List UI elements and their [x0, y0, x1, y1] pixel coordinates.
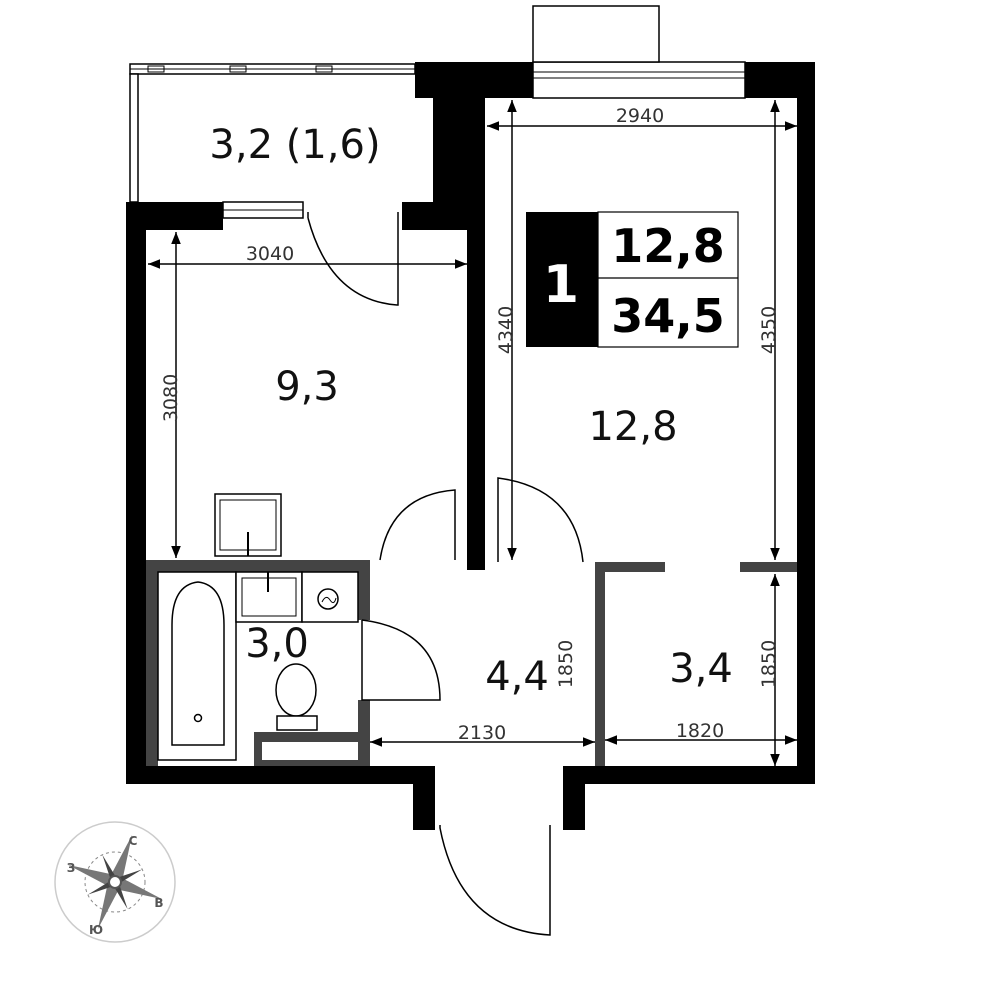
- room-area-living: 12,8: [588, 404, 677, 450]
- compass-icon: С З В Ю: [54, 821, 176, 943]
- interior-partitions: [146, 560, 797, 766]
- badge-total-area: 34,5: [611, 289, 725, 343]
- bathtub: [157, 571, 237, 761]
- room-area-bathroom: 3,0: [245, 621, 309, 667]
- dim-wardrobe-width: 1820: [676, 720, 724, 742]
- dim-living-left-depth: 4340: [495, 306, 517, 354]
- exterior-walls: [126, 62, 815, 830]
- kitchen-balcony-door: [222, 201, 399, 306]
- dim-kitchen-depth: 3080: [160, 374, 182, 422]
- compass-south: Ю: [89, 923, 103, 937]
- compass-east: В: [154, 896, 163, 910]
- dim-living-right-depth: 4350: [758, 306, 780, 354]
- compass-west: З: [67, 861, 76, 875]
- washing-machine: [301, 571, 359, 623]
- room-area-wardrobe: 3,4: [669, 646, 733, 692]
- area-badge: 1 12,8 34,5: [526, 211, 739, 348]
- dim-living-width: 2940: [616, 105, 664, 127]
- dim-wardrobe-depth: 1850: [758, 640, 780, 688]
- badge-rooms-count: 1: [543, 255, 579, 315]
- badge-living-area: 12,8: [611, 219, 725, 273]
- room-area-balcony: 3,2 (1,6): [209, 122, 380, 168]
- dimension-lines: [148, 100, 797, 766]
- dim-hall-depth: 1850: [555, 640, 577, 688]
- living-window: [532, 5, 746, 99]
- room-area-hallway: 4,4: [485, 654, 549, 700]
- toilet: [275, 663, 318, 731]
- dim-kitchen-width: 3040: [246, 243, 294, 265]
- doors: [361, 477, 584, 936]
- dim-hall-width: 2130: [458, 722, 506, 744]
- kitchen-sink: [214, 493, 282, 557]
- bathroom-sink: [235, 571, 303, 623]
- compass-north: С: [129, 834, 138, 848]
- room-area-kitchen: 9,3: [275, 364, 339, 410]
